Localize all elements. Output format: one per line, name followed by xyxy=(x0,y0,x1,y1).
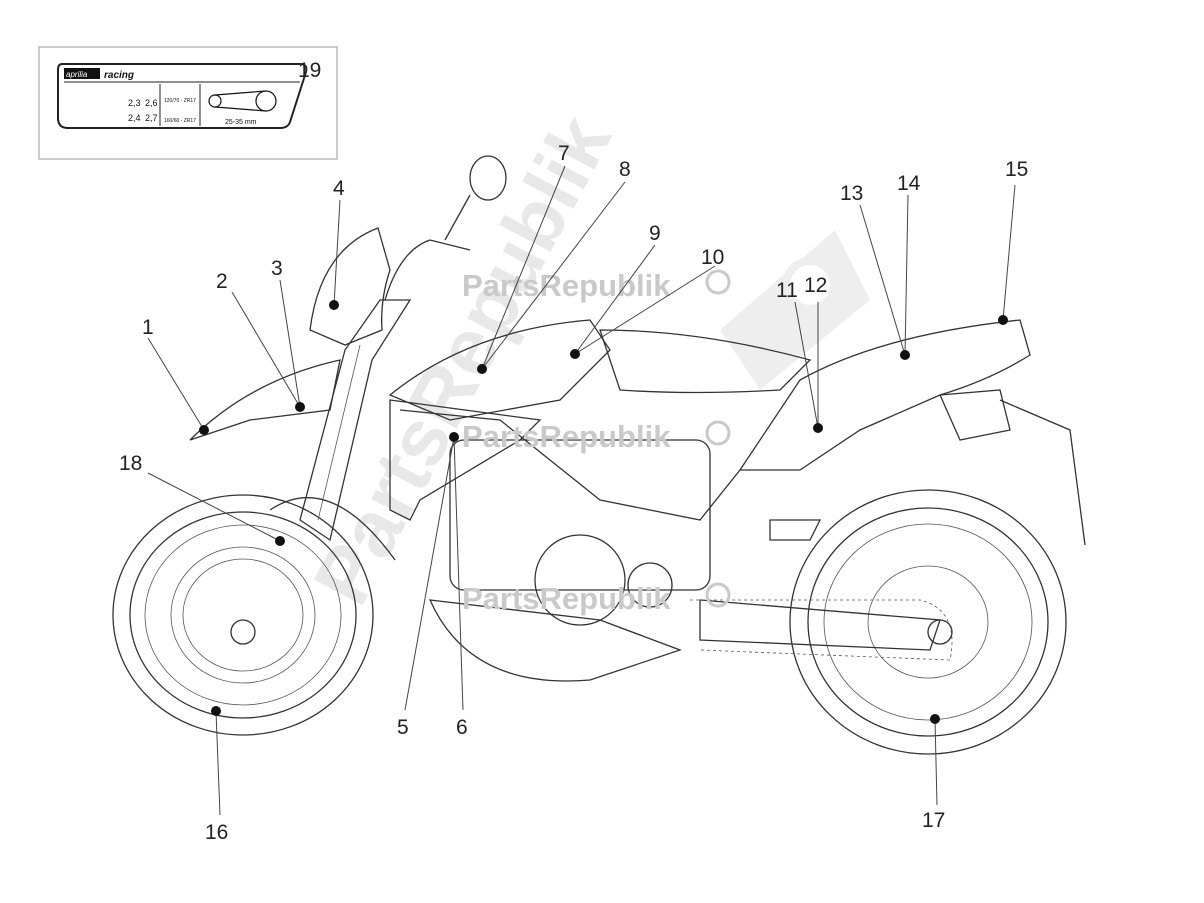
callout-labels: 1 2 3 4 5 6 7 8 9 10 11 12 13 14 15 16 1… xyxy=(119,59,1028,844)
sticker-brand: aprilia xyxy=(66,70,88,79)
callout-10[interactable]: 10 xyxy=(701,246,724,269)
diagonal-watermark: PartsRepublik xyxy=(296,101,627,618)
watermark-gear-logo xyxy=(720,230,870,390)
sticker-row2-a: 2,4 xyxy=(128,113,141,123)
callout-12[interactable]: 12 xyxy=(804,274,827,297)
callout-dot-17 xyxy=(930,714,940,724)
callout-13[interactable]: 13 xyxy=(840,182,863,205)
callout-dot-2-3 xyxy=(295,402,305,412)
callout-2[interactable]: 2 xyxy=(216,270,228,293)
sticker-row2-b: 2,7 xyxy=(145,113,158,123)
sticker-row1-a: 2,3 xyxy=(128,98,141,108)
sticker-size-front: 120/70 - ZR17 xyxy=(164,98,196,104)
callout-16[interactable]: 16 xyxy=(205,821,228,844)
sticker-racing: racing xyxy=(104,70,134,81)
callout-14[interactable]: 14 xyxy=(897,172,921,195)
callout-dot-15 xyxy=(998,315,1008,325)
watermark-block-2: PartsRepublik xyxy=(462,419,731,454)
watermark-block-3: PartsRepublik xyxy=(462,581,731,616)
callout-7[interactable]: 7 xyxy=(558,142,570,165)
callout-19[interactable]: 19 xyxy=(298,59,321,82)
sticker-row1-b: 2,6 xyxy=(145,98,158,108)
sticker-size-rear: 160/60 - ZR17 xyxy=(164,118,196,124)
svg-text:PartsRepublik: PartsRepublik xyxy=(462,419,671,454)
callout-dot-1 xyxy=(199,425,209,435)
callout-18[interactable]: 18 xyxy=(119,452,142,475)
callout-9[interactable]: 9 xyxy=(649,222,661,245)
callout-3[interactable]: 3 xyxy=(271,257,283,280)
front-wheel xyxy=(112,494,374,736)
leader-lines xyxy=(147,165,1016,816)
callout-dot-13-14 xyxy=(900,350,910,360)
callout-dot-16 xyxy=(211,706,221,716)
callout-dot-5-6 xyxy=(449,432,459,442)
callout-dot-4 xyxy=(329,300,339,310)
callout-4[interactable]: 4 xyxy=(333,177,345,200)
callout-5[interactable]: 5 xyxy=(397,716,409,739)
svg-text:PartsRepublik: PartsRepublik xyxy=(462,268,671,303)
callout-17[interactable]: 17 xyxy=(922,809,945,832)
label-sticker-box: aprilia racing 2,3 2,6 2,4 2,7 120/70 - … xyxy=(38,46,338,160)
callout-dot-9-10 xyxy=(570,349,580,359)
chain-icon xyxy=(208,90,277,112)
callout-6[interactable]: 6 xyxy=(456,716,468,739)
callout-dot-18 xyxy=(275,536,285,546)
callout-8[interactable]: 8 xyxy=(619,158,631,181)
watermark-block-1: PartsRepublik xyxy=(462,268,731,303)
rear-wheel xyxy=(789,489,1067,755)
callout-15[interactable]: 15 xyxy=(1005,158,1028,181)
callout-11[interactable]: 11 xyxy=(776,279,798,302)
motorcycle-drawing xyxy=(112,155,1086,755)
svg-text:PartsRepublik: PartsRepublik xyxy=(462,581,671,616)
callout-dots xyxy=(199,300,1008,724)
callout-dot-7-8 xyxy=(477,364,487,374)
callout-1[interactable]: 1 xyxy=(142,316,154,339)
callout-dot-11-12 xyxy=(813,423,823,433)
sticker-chain-slack: 25-35 mm xyxy=(225,119,257,126)
